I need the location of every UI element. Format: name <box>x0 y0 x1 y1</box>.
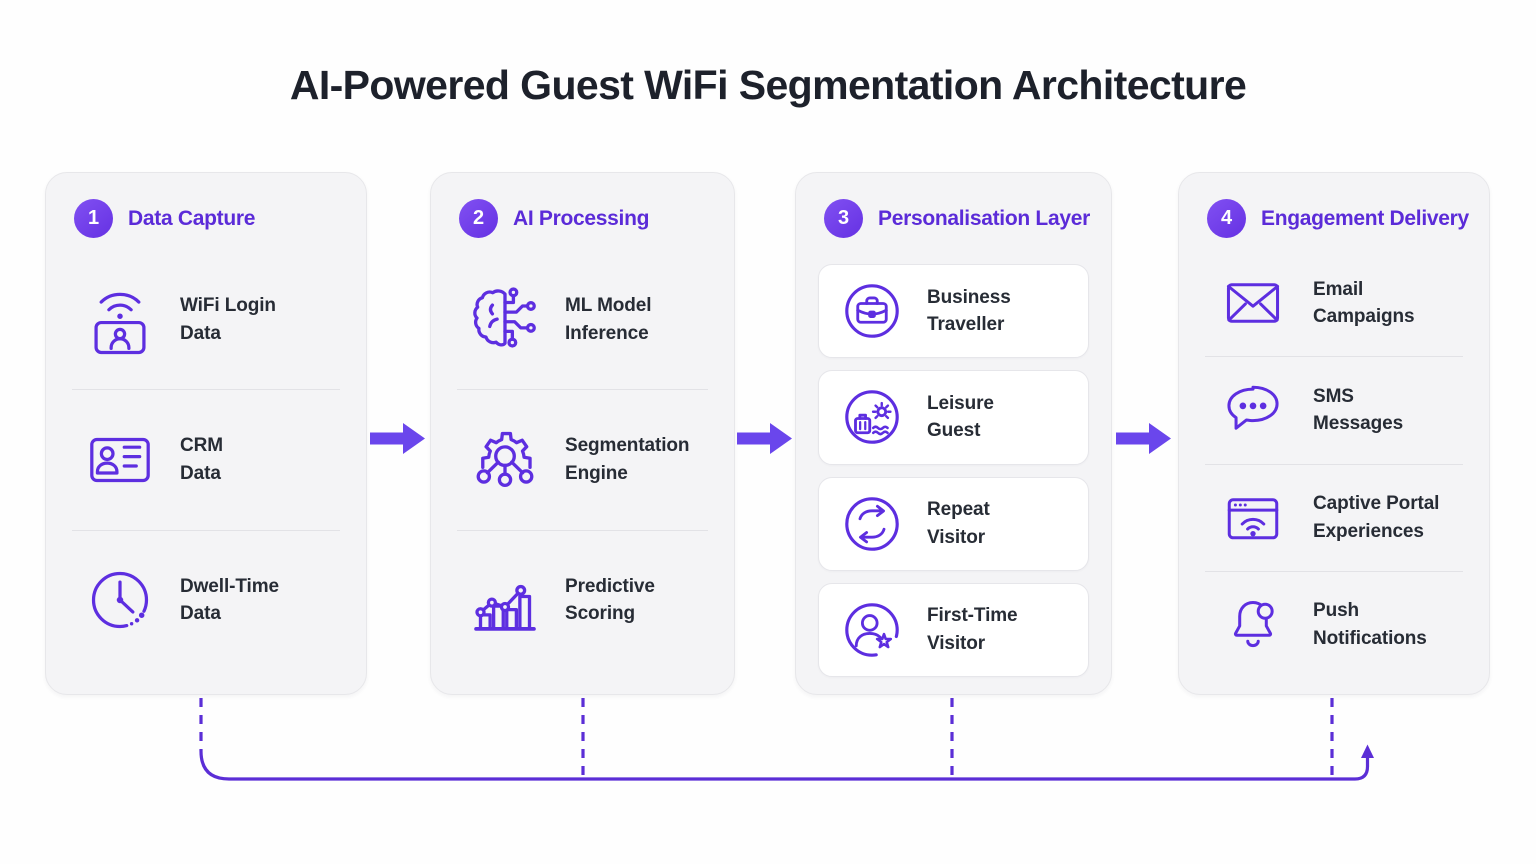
column-personalisation-layer: 3 Personalisation Layer Business Travell… <box>795 172 1112 695</box>
column-header: 3 Personalisation Layer <box>796 173 1111 242</box>
bell-notification-icon <box>1207 587 1299 663</box>
column-header: 4 Engagement Delivery <box>1179 173 1489 242</box>
column-title: Engagement Delivery <box>1261 206 1469 230</box>
gear-network-icon <box>459 418 551 502</box>
block-arrow-right-icon <box>370 423 425 454</box>
item-label: First-Time Visitor <box>927 605 1018 654</box>
item-label: CRM Data <box>180 435 223 484</box>
column-title: Personalisation Layer <box>878 206 1090 230</box>
item-label: WiFi Login Data <box>180 295 276 344</box>
block-arrow-right-icon <box>1116 423 1171 454</box>
column-ai-processing: 2 AI Processing ML Model Inference <box>430 172 735 695</box>
divider <box>457 389 708 391</box>
list-item: CRM Data <box>46 390 366 529</box>
item-label: Repeat Visitor <box>927 499 990 548</box>
list-item: Push Notifications <box>1179 572 1489 678</box>
chat-bubble-icon <box>1207 372 1299 448</box>
wifi-login-icon <box>74 279 166 361</box>
crm-card-icon <box>74 419 166 501</box>
item-list: ML Model Inference Segmentation Engine <box>431 242 734 694</box>
column-engagement-delivery: 4 Engagement Delivery Email Campaigns <box>1178 172 1490 695</box>
segment-card: First-Time Visitor <box>818 582 1089 677</box>
item-label: Segmentation Engine <box>565 435 690 484</box>
divider <box>457 529 708 531</box>
divider <box>1205 570 1463 572</box>
briefcase-circle-icon <box>833 275 911 347</box>
list-item: WiFi Login Data <box>46 250 366 389</box>
column-data-capture: 1 Data Capture WiFi Login Data <box>45 172 367 695</box>
dwell-time-clock-icon <box>74 559 166 641</box>
repeat-arrows-circle-icon <box>833 488 911 560</box>
column-header: 1 Data Capture <box>46 173 366 242</box>
browser-wifi-icon <box>1207 480 1299 556</box>
segment-card: Repeat Visitor <box>818 476 1089 571</box>
column-header: 2 AI Processing <box>431 173 734 242</box>
column-title: AI Processing <box>513 206 650 230</box>
segment-card-list: Business Traveller Leisure Guest <box>796 242 1111 694</box>
vacation-circle-icon <box>833 381 911 453</box>
list-item: SMS Messages <box>1179 357 1489 463</box>
brain-circuit-icon <box>459 278 551 362</box>
segment-card: Business Traveller <box>818 264 1089 359</box>
divider <box>1205 356 1463 358</box>
divider <box>1205 463 1463 465</box>
new-user-star-circle-icon <box>833 594 911 666</box>
item-label: Business Traveller <box>927 286 1011 336</box>
list-item: Dwell-Time Data <box>46 531 366 670</box>
item-list: WiFi Login Data CRM Data <box>46 242 366 694</box>
item-label: Dwell-Time Data <box>180 575 279 625</box>
item-label: Push Notifications <box>1313 600 1427 649</box>
list-item: Segmentation Engine <box>431 390 734 529</box>
item-label: ML Model Inference <box>565 295 652 344</box>
segment-card: Leisure Guest <box>818 370 1089 465</box>
block-arrow-right-icon <box>737 423 792 454</box>
item-label: Predictive Scoring <box>565 575 655 625</box>
item-label: Captive Portal Experiences <box>1313 493 1440 542</box>
step-number-badge: 2 <box>459 199 498 238</box>
column-title: Data Capture <box>128 206 256 230</box>
list-item: Predictive Scoring <box>431 531 734 670</box>
list-item: Captive Portal Experiences <box>1179 465 1489 571</box>
item-list: Email Campaigns SMS Messages <box>1179 242 1489 694</box>
envelope-icon <box>1207 265 1299 341</box>
divider <box>72 529 340 531</box>
list-item: ML Model Inference <box>431 250 734 389</box>
step-number-badge: 4 <box>1207 199 1246 238</box>
item-label: SMS Messages <box>1313 385 1404 435</box>
step-number-badge: 1 <box>74 199 113 238</box>
page-title: AI-Powered Guest WiFi Segmentation Archi… <box>289 62 1247 108</box>
step-number-badge: 3 <box>824 199 863 238</box>
item-label: Email Campaigns <box>1313 278 1415 328</box>
bar-chart-trend-icon <box>459 558 551 642</box>
divider <box>72 389 340 391</box>
item-label: Leisure Guest <box>927 392 994 442</box>
list-item: Email Campaigns <box>1179 250 1489 356</box>
